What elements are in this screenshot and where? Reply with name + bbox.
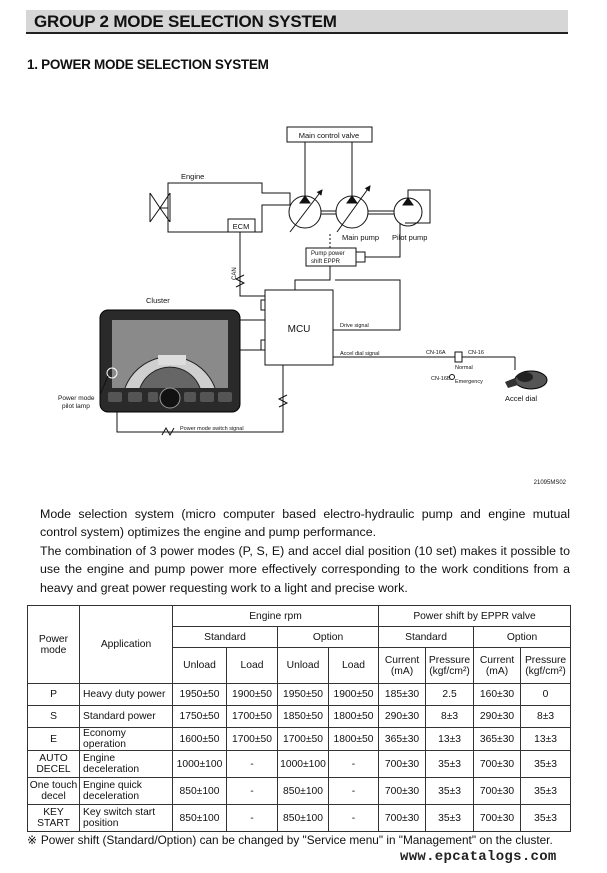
watermark-link[interactable]: www.epcatalogs.com [400,849,557,865]
group-header: GROUP 2 MODE SELECTION SYSTEM [26,10,568,34]
header-opt-current: Current (mA) [473,647,522,684]
label-normal: Normal [455,365,473,371]
label-accel-dial-signal: Accel dial signal [340,351,379,357]
label-main-control-valve: Main control valve [299,131,359,140]
label-main-pump: Main pump [342,233,379,242]
footnote-mark: ※ [27,833,37,847]
label-emergency: Emergency [455,379,483,385]
main-control-valve-box [286,126,373,143]
label-eppr-line1: Pump power [311,251,345,257]
paragraph-intro: Mode selection system (micro computer ba… [40,507,570,540]
label-mcu: MCU [288,324,311,335]
header-opt-unload: Unload [277,647,329,684]
header-shift-standard: Standard [378,626,475,648]
engine-outline [167,182,291,233]
label-eppr-line2: shift EPPR [311,259,341,265]
section-title: 1. POWER MODE SELECTION SYSTEM [27,57,269,72]
table-row: KEY START Key switch start position 850±… [27,804,572,832]
label-engine: Engine [181,172,204,181]
cluster-device [99,309,241,413]
label-pilot-pump: Pilot pump [392,233,427,242]
header-power-shift: Power shift by EPPR valve [378,605,572,627]
label-cn16: CN-16 [468,350,484,356]
header-std-load: Load [226,647,278,684]
header-std-current: Current (mA) [378,647,427,684]
header-rpm-option: Option [276,626,380,648]
power-mode-table: Power mode Application Engine rpm Power … [27,605,572,832]
pump-power-eppr-box [305,247,357,267]
footnote-text: Power shift (Standard/Option) can be cha… [40,833,553,847]
mcu-box [264,289,334,366]
header-shift-option: Option [473,626,572,648]
header-rpm-standard: Standard [172,626,278,648]
label-cn16a: CN-16A [426,350,446,356]
header-std-unload: Unload [172,647,227,684]
table-row: E Economy operation 1600±50 1700±50 1700… [27,727,572,751]
label-accel-dial: Accel dial [505,394,537,403]
accel-dial-icon [505,370,548,390]
figure-code: 21095MS02 [534,480,567,486]
table-row: AUTO DECEL Engine deceleration 1000±100 … [27,750,572,778]
label-ecm: ECM [233,222,250,231]
header-std-pressure: Pressure (kgf/cm²) [425,647,475,684]
label-cluster: Cluster [146,296,170,305]
ecm-box [227,218,256,233]
table-row: P Heavy duty power 1950±50 1900±50 1950±… [27,683,572,706]
group-title: GROUP 2 MODE SELECTION SYSTEM [34,12,337,31]
header-application: Application [79,605,173,684]
table-row: S Standard power 1750±50 1700±50 1850±50… [27,705,572,728]
header-power-mode: Power mode [27,605,80,684]
power-mode-system-diagram: Main control valve Engine ECM Main pump … [58,126,567,486]
footnote: ※Power shift (Standard/Option) can be ch… [27,833,553,847]
label-drive-signal: Drive signal [340,323,369,329]
label-pilot-lamp-line2: pilot lamp [62,403,90,410]
table-row: One touch decel Engine quick deceleratio… [27,777,572,805]
header-opt-load: Load [327,647,380,684]
header-opt-pressure: Pressure (kgf/cm²) [520,647,572,684]
paragraph-combination: The combination of 3 power modes (P, S, … [40,544,570,595]
label-cn16b: CN-16B [431,376,451,382]
label-can: CAN [232,267,238,280]
header-engine-rpm: Engine rpm [171,605,380,627]
label-pilot-lamp-line1: Power mode [58,395,95,402]
label-power-mode-switch-signal: Power mode switch signal [180,426,244,432]
